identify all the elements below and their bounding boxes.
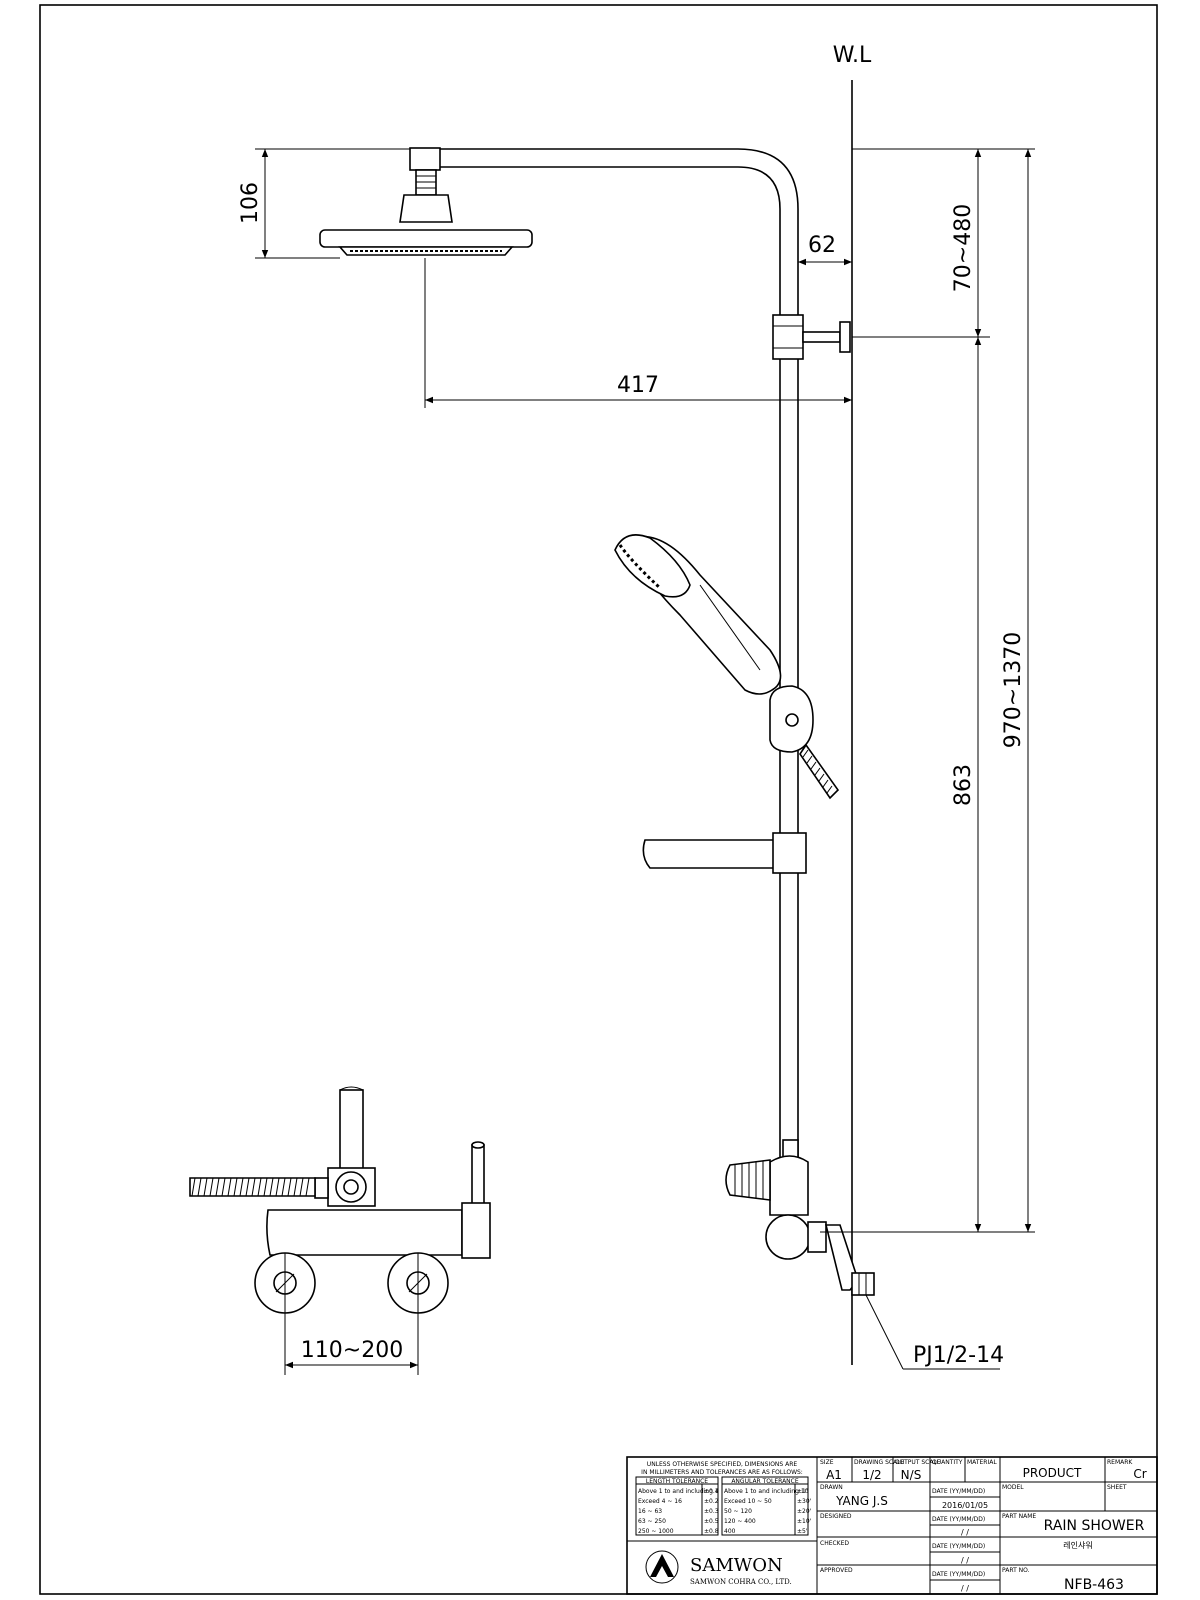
company-full-name: SAMWON COHRA CO., LTD. (690, 1578, 792, 1586)
wall-bracket (772, 314, 851, 360)
date-drawn-value: 2016/01/05 (942, 1501, 988, 1510)
length-row-2: Exceed 4 ~ 16 (638, 1498, 682, 1505)
dim-inlet-spacing: 110~200 (284, 1283, 419, 1375)
riser-pipe (440, 148, 799, 1160)
slide-holder (769, 685, 840, 800)
output-scale-label: OUTPUT SCALE (895, 1459, 941, 1466)
length-tol-2: ±0.2 (704, 1498, 719, 1505)
company-logo (645, 1550, 679, 1584)
angular-tol-3: ±20' (797, 1508, 812, 1515)
drawn-label: DRAWN (820, 1484, 843, 1491)
dim-wall-offset: 62 (798, 233, 852, 266)
angular-tol-1: ±1° (797, 1488, 809, 1495)
part-name-korean: 레인샤워 (1063, 1540, 1092, 1550)
dim-863: 863 (951, 764, 976, 806)
size-value: A1 (826, 1468, 842, 1482)
model-label: MODEL (1002, 1484, 1024, 1491)
date-label-3: DATE (YY/MM/DD) (932, 1543, 985, 1550)
part-name-value: RAIN SHOWER (1044, 1518, 1145, 1534)
quantity-label: QUANTITY (932, 1459, 963, 1466)
date-label-2: DATE (YY/MM/DD) (932, 1516, 985, 1523)
angular-tol-5: ±5' (797, 1528, 808, 1535)
dim-110-200: 110~200 (301, 1338, 403, 1363)
angular-tol-4: ±10' (797, 1518, 812, 1525)
angular-row-3: 50 ~ 120 (724, 1508, 752, 1515)
angular-tolerance-header: ANGULAR TOLERANCE (731, 1478, 799, 1485)
date-label-1: DATE (YY/MM/DD) (932, 1488, 985, 1495)
length-tol-1: ±0.1 (704, 1488, 719, 1495)
length-row-3: 16 ~ 63 (638, 1508, 662, 1515)
drawn-value: YANG J.S (835, 1494, 888, 1508)
date-designed-value: / / (961, 1528, 969, 1537)
dim-106: 106 (238, 182, 263, 224)
angular-row-2: Exceed 10 ~ 50 (724, 1498, 772, 1505)
angular-row-4: 120 ~ 400 (724, 1518, 756, 1525)
drawing-scale-value: 1/2 (862, 1468, 881, 1482)
dim-head-height: 106 (238, 148, 410, 259)
drawing-border (39, 4, 1158, 1595)
rain-shower-head (319, 147, 533, 256)
length-row-1: Above 1 to and including 4 (638, 1488, 719, 1495)
company-name: SAMWON (690, 1555, 783, 1576)
angular-row-5: 400 (724, 1528, 736, 1535)
length-row-4: 63 ~ 250 (638, 1518, 666, 1525)
size-label: SIZE (820, 1459, 834, 1466)
mixer-side-view (725, 1139, 875, 1296)
angular-row-1: Above 1 to and including 10 (724, 1488, 809, 1495)
angular-tol-2: ±30' (797, 1498, 812, 1505)
designed-label: DESIGNED (820, 1513, 852, 1520)
notes-line1: UNLESS OTHERWISE SPECIFIED, DIMENSIONS A… (647, 1461, 798, 1468)
length-tol-3: ±0.3 (704, 1508, 719, 1515)
date-checked-value: / / (961, 1556, 969, 1565)
dim-arm-length: 417 (424, 258, 852, 408)
wall-line: W.L (833, 43, 872, 1365)
hand-shower (614, 534, 782, 695)
length-tol-5: ±0.8 (704, 1528, 719, 1535)
dim-vertical-set: 70~480 863 970~1370 (820, 148, 1035, 1233)
checked-label: CHECKED (820, 1540, 849, 1547)
output-scale-value: N/S (901, 1468, 922, 1482)
part-no-label: PART NO. (1002, 1567, 1030, 1574)
length-tol-4: ±0.5 (704, 1518, 719, 1525)
part-name-label: PART NAME (1002, 1513, 1036, 1520)
title-block: UNLESS OTHERWISE SPECIFIED, DIMENSIONS A… (626, 1456, 1158, 1595)
approved-label: APPROVED (820, 1567, 853, 1574)
length-row-5: 250 ~ 1000 (638, 1528, 674, 1535)
dim-417: 417 (617, 373, 659, 398)
sheet-label: SHEET (1107, 1484, 1127, 1491)
soap-dish (642, 832, 807, 874)
wall-label: W.L (833, 43, 872, 68)
dim-62: 62 (808, 233, 836, 258)
drawing-scale-label: DRAWING SCALE (854, 1459, 905, 1466)
mixer-front-view (189, 1086, 491, 1314)
notes-line2: IN MILLIMETERS AND TOLERANCES ARE AS FOL… (641, 1469, 803, 1476)
thread-spec-label: PJ1/2-14 (913, 1343, 1004, 1368)
length-tolerance-header: LENGTH TOLERANCE (646, 1478, 708, 1485)
material-label: MATERIAL (967, 1459, 997, 1466)
remark-value: Cr (1133, 1467, 1146, 1481)
thread-callout: PJ1/2-14 (865, 1294, 1004, 1370)
dim-70-480: 70~480 (951, 204, 976, 292)
date-label-4: DATE (YY/MM/DD) (932, 1571, 985, 1578)
part-no-value: NFB-463 (1064, 1577, 1124, 1593)
remark-label: REMARK (1107, 1459, 1133, 1466)
dim-970-1370: 970~1370 (1001, 632, 1026, 748)
material-value: PRODUCT (1023, 1466, 1082, 1480)
date-approved-value: / / (961, 1584, 969, 1593)
